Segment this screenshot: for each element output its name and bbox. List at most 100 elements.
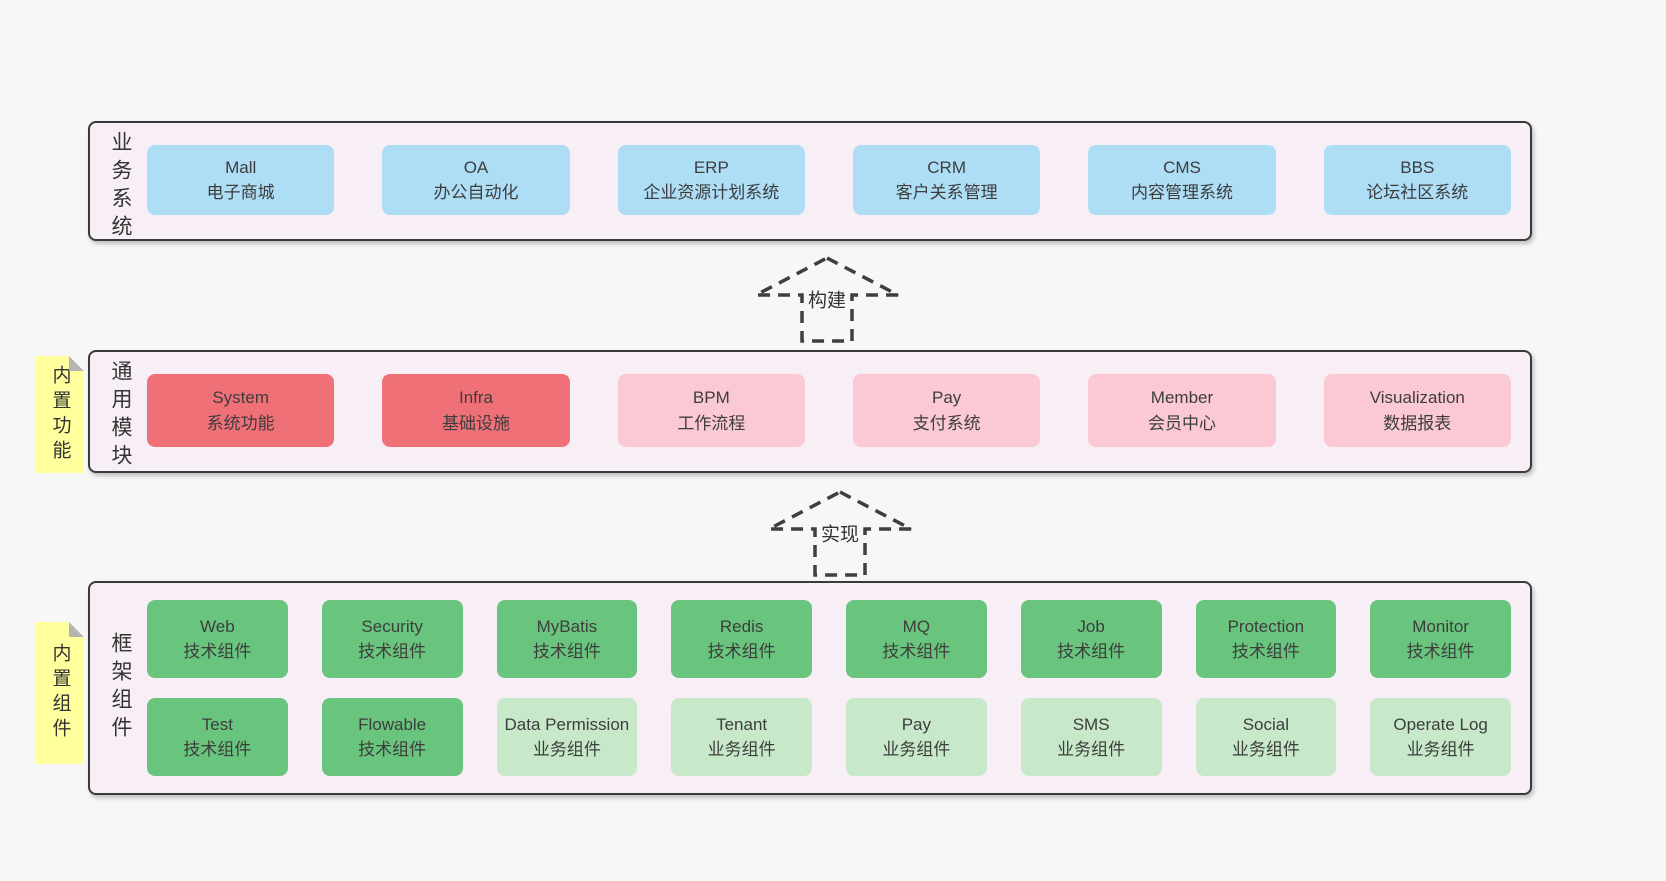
- module-box: CRM 客户关系管理: [852, 145, 1041, 215]
- module-box-subtitle: 技术组件: [358, 642, 427, 661]
- module-box: CMS 内容管理系统: [1088, 145, 1276, 215]
- module-box: Test 技术组件: [147, 698, 288, 776]
- arrow-build-label: 构建: [804, 284, 850, 314]
- common-modules-boxes: System 系统功能 Infra 基础设施 BPM 工作流程 Pay 支付系统 Member 会…: [147, 374, 1511, 447]
- module-box-title: Pay: [901, 714, 932, 734]
- module-box: Social 业务组件: [1195, 698, 1337, 776]
- module-box-subtitle: 客户关系管理: [895, 183, 998, 202]
- module-box: Security 技术组件: [321, 600, 463, 678]
- module-box: Monitor 技术组件: [1370, 600, 1511, 678]
- layer-label-framework-components: 框架组件: [109, 632, 132, 744]
- module-box: SMS 业务组件: [1020, 698, 1162, 776]
- module-box-title: Visualization: [1369, 388, 1465, 407]
- module-box-title: ERP: [693, 157, 729, 177]
- module-box-title: BBS: [1400, 157, 1435, 177]
- module-box: Flowable 技术组件: [321, 698, 463, 776]
- dashed-up-arrow-icon: [755, 256, 899, 343]
- module-box: MQ 技术组件: [846, 600, 987, 678]
- module-box-title: Member: [1150, 388, 1214, 407]
- sticky-note-builtin-components: 内置组件: [36, 622, 84, 764]
- sticky-builtin-features-label: 内置功能: [49, 364, 71, 465]
- module-box-title: Tenant: [716, 714, 768, 734]
- module-box-title: Flowable: [358, 714, 427, 734]
- module-box-subtitle: 技术组件: [183, 740, 252, 759]
- module-box-subtitle: 技术组件: [1406, 642, 1475, 661]
- module-box-title: Web: [200, 616, 235, 636]
- module-box: Infra 基础设施: [382, 374, 570, 447]
- layer-label-common-modules: 通用模块: [109, 360, 132, 472]
- module-box: BBS 论坛社区系统: [1323, 145, 1511, 215]
- module-box: Pay 支付系统: [852, 374, 1041, 447]
- module-box-subtitle: 技术组件: [183, 642, 252, 661]
- module-box-subtitle: 办公自动化: [433, 183, 519, 202]
- module-box-title: Security: [361, 616, 423, 636]
- module-box-subtitle: 系统功能: [206, 413, 275, 433]
- module-box-subtitle: 会员中心: [1147, 413, 1216, 433]
- module-box-subtitle: 技术组件: [532, 642, 601, 661]
- module-box-subtitle: 论坛社区系统: [1366, 183, 1469, 202]
- module-box-title: BPM: [692, 388, 730, 407]
- module-box-title: Pay: [932, 388, 962, 407]
- module-box-title: System: [212, 388, 269, 407]
- module-box: Web 技术组件: [147, 600, 288, 678]
- module-box-title: Monitor: [1412, 616, 1469, 636]
- module-box-title: Job: [1077, 616, 1105, 636]
- module-box: BPM 工作流程: [617, 374, 805, 447]
- module-box-title: OA: [463, 157, 489, 177]
- module-box: Mall 电子商城: [147, 145, 335, 215]
- module-box-title: SMS: [1072, 714, 1110, 734]
- module-box: Member 会员中心: [1088, 374, 1276, 447]
- module-box-subtitle: 企业资源计划系统: [643, 183, 780, 202]
- module-box-subtitle: 数据报表: [1383, 413, 1452, 433]
- module-box-subtitle: 技术组件: [882, 642, 951, 661]
- dashed-up-arrow-icon: [768, 490, 912, 577]
- sticky-builtin-components-label: 内置组件: [49, 643, 71, 743]
- module-box: Job 技术组件: [1020, 600, 1162, 678]
- module-box-subtitle: 技术组件: [1231, 642, 1300, 661]
- module-box: OA 办公自动化: [382, 145, 570, 215]
- module-box-title: Mall: [225, 157, 257, 177]
- module-box-subtitle: 技术组件: [1057, 642, 1126, 661]
- arrow-build: 构建: [752, 255, 902, 343]
- layer-business-systems: 业务系统 Mall 电子商城 OA 办公自动化 ERP 企业资源计划系统 CRM 客户关系管理…: [88, 121, 1532, 243]
- module-box-title: MQ: [902, 616, 931, 636]
- module-box-title: Infra: [458, 388, 493, 407]
- module-box-title: Social: [1242, 714, 1290, 734]
- module-box: Tenant 业务组件: [671, 698, 812, 776]
- sticky-note-builtin-features: 内置功能: [36, 356, 84, 473]
- module-box: System 系统功能: [147, 374, 335, 447]
- layer-label-business-systems: 业务系统: [109, 131, 132, 243]
- arrow-implement: 实现: [765, 489, 915, 577]
- module-box-title: CRM: [927, 157, 966, 177]
- module-box: Visualization 数据报表: [1323, 374, 1511, 447]
- module-box-subtitle: 业务组件: [707, 740, 776, 759]
- module-box-subtitle: 工作流程: [677, 413, 746, 433]
- module-box-title: MyBatis: [536, 616, 598, 636]
- module-box-subtitle: 业务组件: [1231, 740, 1300, 759]
- business-systems-boxes: Mall 电子商城 OA 办公自动化 ERP 企业资源计划系统 CRM 客户关系管理 CMS 内容…: [147, 145, 1511, 215]
- module-box-title: Protection: [1227, 616, 1305, 636]
- module-box-title: Operate Log: [1393, 714, 1488, 734]
- module-box-subtitle: 技术组件: [358, 740, 427, 759]
- module-box-subtitle: 内容管理系统: [1130, 183, 1233, 202]
- module-box-subtitle: 技术组件: [707, 642, 776, 661]
- module-box-subtitle: 电子商城: [206, 183, 275, 202]
- module-box: Redis 技术组件: [671, 600, 812, 678]
- module-box: ERP 企业资源计划系统: [617, 145, 805, 215]
- module-box-subtitle: 业务组件: [1057, 740, 1126, 759]
- module-box-title: Data Permission: [504, 714, 630, 734]
- arrow-implement-label: 实现: [817, 518, 863, 548]
- module-box: Protection 技术组件: [1195, 600, 1337, 678]
- module-box-subtitle: 基础设施: [441, 413, 510, 433]
- module-box-subtitle: 支付系统: [912, 413, 981, 433]
- module-box-title: Test: [201, 714, 233, 734]
- module-box-title: CMS: [1163, 157, 1201, 177]
- module-box-title: Redis: [719, 616, 764, 636]
- layer-common-modules: 通用模块 System 系统功能 Infra 基础设施 BPM 工作流程 Pay 支付系统 Me…: [88, 350, 1532, 473]
